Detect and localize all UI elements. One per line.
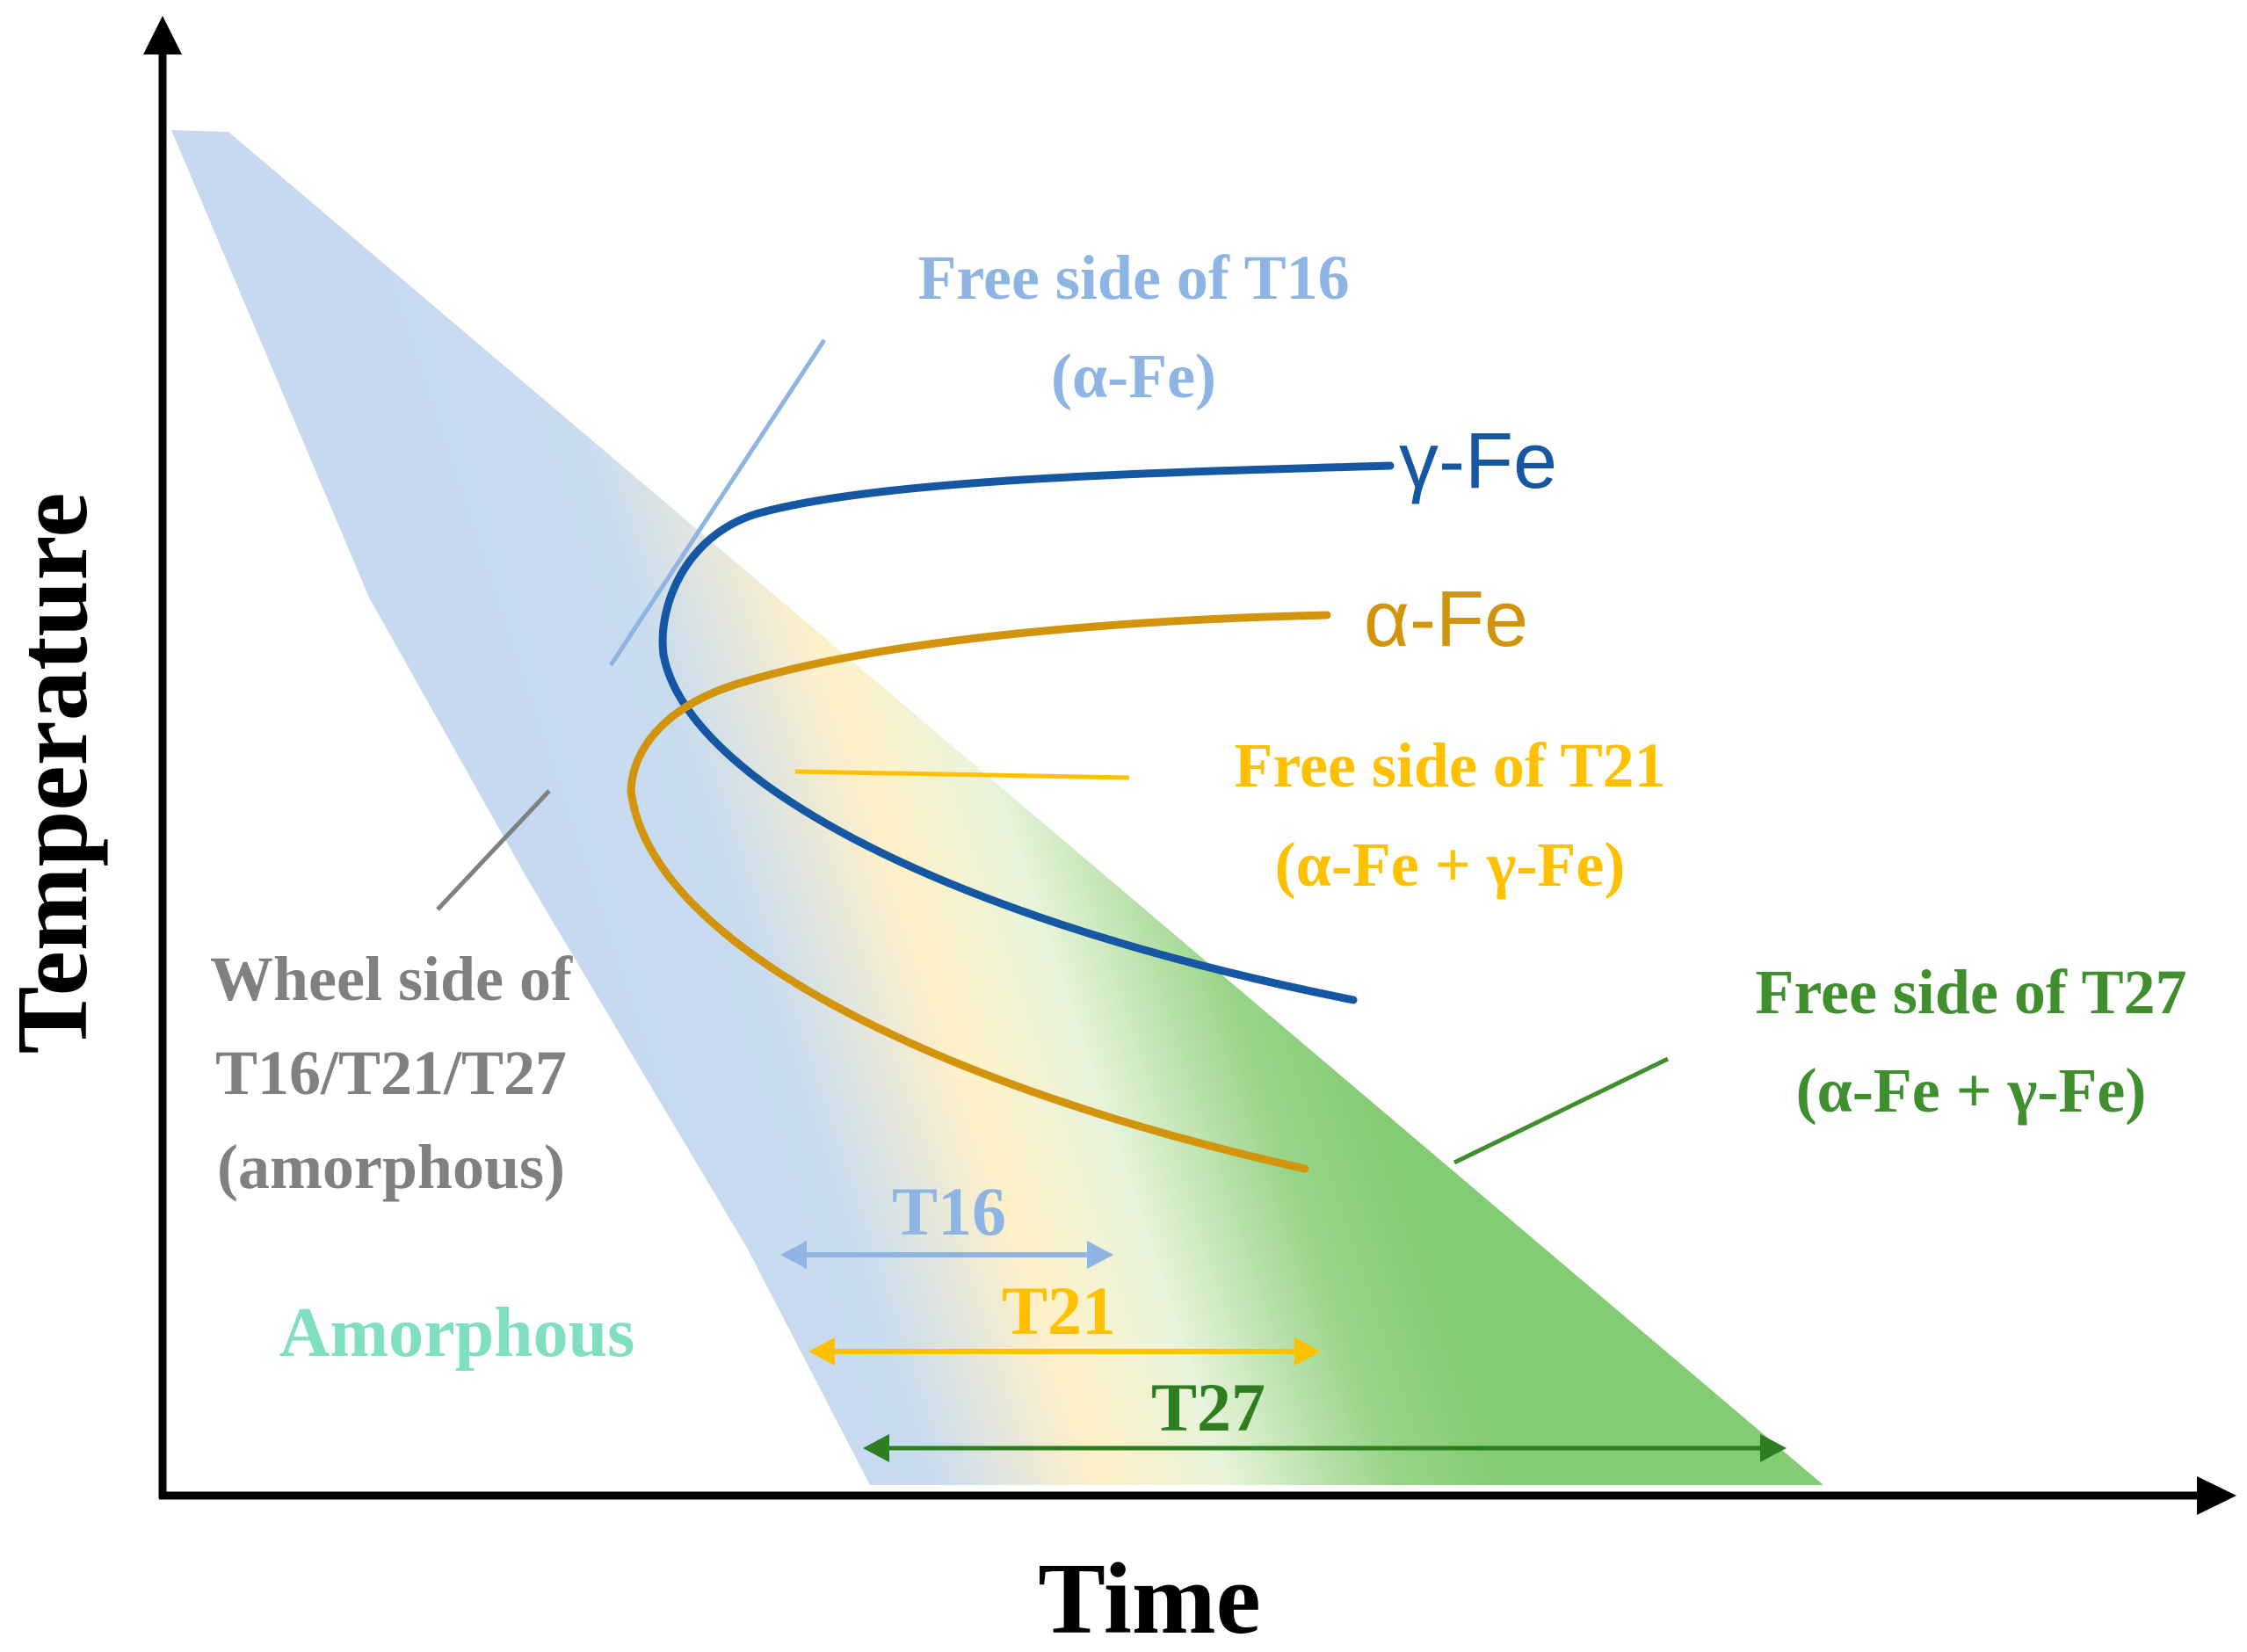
- t16-left-arrowhead-icon: [780, 1241, 807, 1269]
- t16-right-arrowhead-icon: [1087, 1241, 1113, 1269]
- t16-free-line1: Free side of T16: [917, 243, 1349, 313]
- y-axis-arrow-icon: [143, 16, 182, 54]
- t21-left-arrowhead-icon: [808, 1337, 835, 1366]
- wheel-side-annotation: Wheel side of T16/T21/T27 (amorphous): [210, 944, 573, 1202]
- t21-range-label: T21: [1002, 1272, 1116, 1349]
- gamma-fe-label: γ-Fe: [1399, 417, 1557, 505]
- t21-free-line2: (α-Fe + γ-Fe): [1275, 830, 1626, 900]
- t27-free-annotation: Free side of T27 (α-Fe + γ-Fe): [1755, 957, 2186, 1126]
- t27-left-arrowhead-icon: [863, 1434, 889, 1462]
- t27-leader-line: [1453, 1056, 1670, 1165]
- gamma-fe-curve: [658, 461, 1395, 1004]
- t27-range-label: T27: [1151, 1369, 1265, 1446]
- alpha-fe-label: α-Fe: [1364, 576, 1528, 663]
- t27-free-line1: Free side of T27: [1755, 957, 2186, 1027]
- amorphous-label: Amorphous: [279, 1294, 635, 1372]
- t27-range: T27: [863, 1369, 1787, 1462]
- alpha-fe-curve: [627, 611, 1331, 1173]
- x-axis-arrow-icon: [2197, 1476, 2236, 1515]
- t16-leader-line: [608, 338, 827, 667]
- t21-free-line1: Free side of T21: [1234, 730, 1665, 801]
- t16-free-annotation: Free side of T16 (α-Fe): [917, 243, 1349, 411]
- t27-right-arrowhead-icon: [1760, 1434, 1787, 1462]
- t21-right-arrowhead-icon: [1294, 1337, 1321, 1366]
- cooling-band: [171, 130, 1823, 1485]
- wheel-line2: T16/T21/T27: [215, 1038, 567, 1108]
- y-axis-label: Temperature: [0, 493, 108, 1054]
- wheel-leader-line: [436, 789, 551, 911]
- t21-leader-line: [794, 769, 1130, 780]
- axes: [143, 16, 2236, 1515]
- t21-free-annotation: Free side of T21 (α-Fe + γ-Fe): [1234, 730, 1665, 900]
- t16-range: T16: [780, 1173, 1113, 1269]
- t21-range: T21: [808, 1272, 1321, 1366]
- t16-free-line2: (α-Fe): [1051, 341, 1216, 411]
- t16-range-label: T16: [892, 1173, 1006, 1250]
- wheel-line1: Wheel side of: [210, 944, 573, 1014]
- wheel-line3: (amorphous): [217, 1132, 565, 1202]
- x-axis-label: Time: [1038, 1543, 1260, 1652]
- t27-free-line2: (α-Fe + γ-Fe): [1796, 1055, 2147, 1126]
